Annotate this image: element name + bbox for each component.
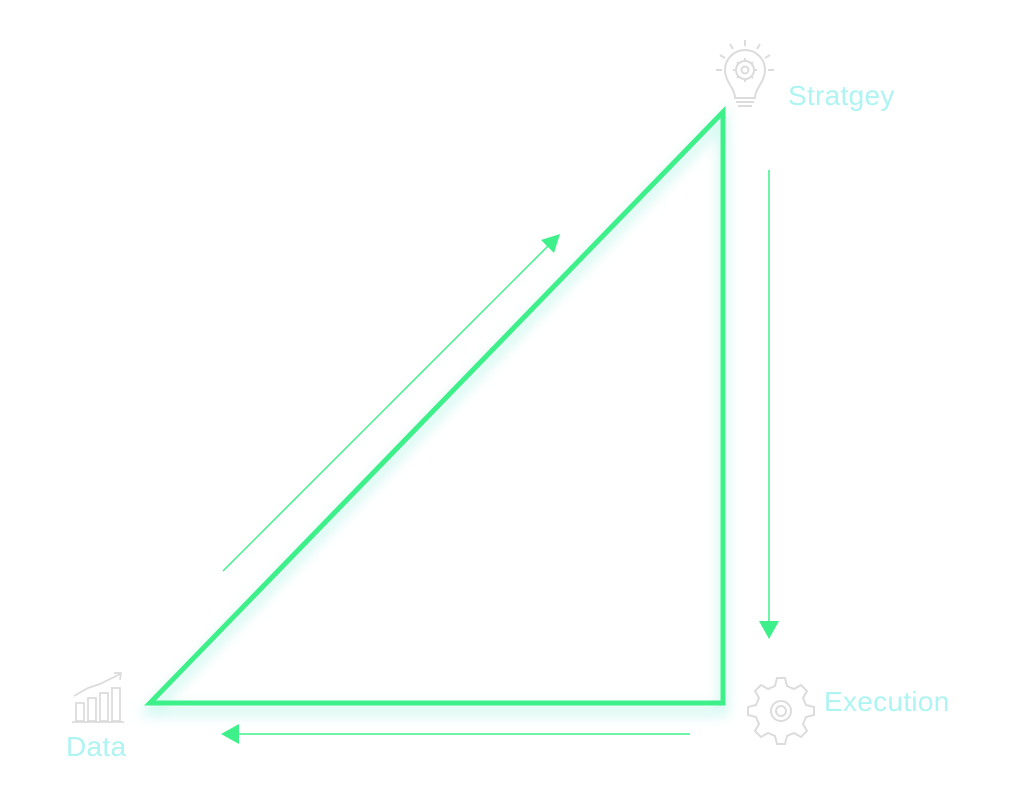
- node-label-execution: Execution: [824, 686, 950, 717]
- triangle-outline: [144, 105, 726, 706]
- gear-icon: [747, 677, 815, 745]
- arrow-data-to-strategy: [222, 234, 560, 572]
- arrow-strategy-to-execution: [759, 170, 779, 639]
- triangle-glow: [138, 107, 728, 716]
- node-label-strategy: Stratgey: [788, 80, 895, 111]
- arrow-execution-to-data: [221, 724, 690, 744]
- bar-chart-growth-icon: [72, 672, 124, 723]
- lightbulb-gear-icon: [716, 40, 774, 107]
- node-label-data: Data: [66, 731, 127, 762]
